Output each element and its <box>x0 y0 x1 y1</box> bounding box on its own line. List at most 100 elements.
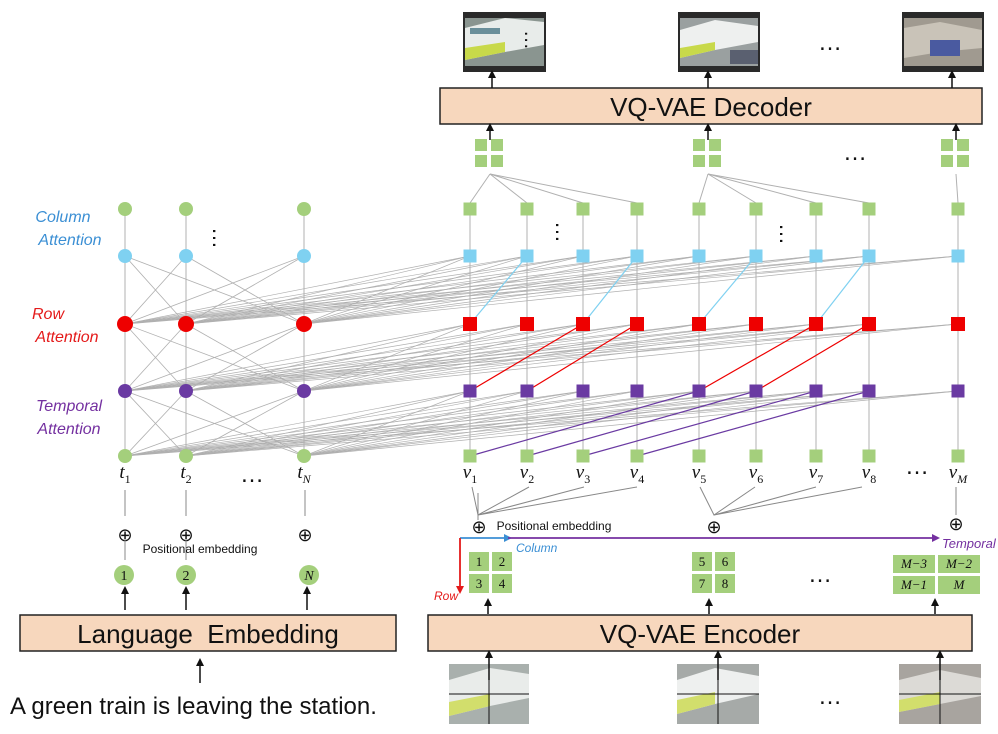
video-node-red <box>951 317 965 331</box>
connection-line <box>124 323 638 392</box>
video-node-cyan <box>951 249 965 263</box>
connection-line <box>303 390 700 457</box>
decoder-fan-line <box>707 173 817 204</box>
column-attention-line <box>582 255 638 325</box>
connection-line <box>124 255 959 325</box>
connection-line <box>303 323 870 392</box>
video-token-label-7: v7 <box>809 462 823 486</box>
attention-cross-connections <box>469 255 870 457</box>
encoded-grid-cell <box>938 576 980 594</box>
video-token-label-2: v2 <box>520 462 534 486</box>
encoded-grid-label: 7 <box>699 576 706 591</box>
text-positional-embedding-label: Positional embedding <box>143 542 258 556</box>
decoded-grid-cell <box>941 139 953 151</box>
encoded-grid-cell <box>893 555 935 573</box>
output-frame-1 <box>463 12 546 72</box>
decoder-fan-line <box>707 173 757 204</box>
text-node-green <box>179 449 193 463</box>
decoded-grid-cell <box>693 139 705 151</box>
attention-nodes <box>117 202 965 463</box>
video-node-green <box>630 449 644 463</box>
connection-line <box>185 390 870 457</box>
video-node-green <box>809 449 823 463</box>
video-node-red <box>463 317 477 331</box>
video-node-purple <box>463 384 477 398</box>
video-node-cyan <box>463 249 477 263</box>
connection-line <box>185 390 528 457</box>
text-index-circle <box>114 565 134 585</box>
decoder-fan-line <box>489 173 584 204</box>
language-embedding-label: Language Embedding <box>77 619 339 649</box>
decoder-fan-line <box>489 173 638 204</box>
text-column-ellipsis: … <box>208 227 233 249</box>
decoded-token-grids <box>475 139 969 167</box>
video-node-purple <box>692 384 706 398</box>
connection-line <box>303 255 638 325</box>
video-node-purple <box>576 384 590 398</box>
video-node-purple <box>862 384 876 398</box>
video-node-red <box>809 317 823 331</box>
text-node-green <box>179 202 193 216</box>
text-tokens-ellipsis: … <box>240 461 264 488</box>
video-node-green <box>520 449 534 463</box>
decoder-fan-line <box>955 173 959 204</box>
video-column-ellipsis-1: … <box>551 221 576 243</box>
video-node-cyan <box>862 249 876 263</box>
text-index-label: 2 <box>183 569 190 584</box>
encoded-grid-label: M−2 <box>945 556 973 571</box>
connection-line <box>124 323 584 392</box>
video-node-purple <box>951 384 965 398</box>
oplus-video-2: ⊕ <box>706 517 721 537</box>
output-frame-2 <box>678 12 760 72</box>
encoded-grid-label: M−1 <box>900 577 927 592</box>
text-node-cyan <box>118 249 132 263</box>
axis-temporal-label: Temporal <box>942 536 997 551</box>
video-node-green <box>749 202 763 216</box>
video-node-cyan <box>692 249 706 263</box>
connection-line <box>185 323 638 392</box>
oplus-video-3: ⊕ <box>948 514 963 534</box>
video-node-green <box>576 449 590 463</box>
decoded-grid-cell <box>957 155 969 167</box>
connection-line <box>124 390 584 457</box>
video-node-red <box>576 317 590 331</box>
column-attention-line <box>815 255 870 325</box>
encoded-grid-cell <box>938 555 980 573</box>
encoded-grid-label: 2 <box>499 554 506 569</box>
video-node-cyan <box>809 249 823 263</box>
connection-line <box>185 255 638 325</box>
language-embedding: Language Embedding <box>19 614 397 652</box>
text-node-cyan <box>297 249 311 263</box>
text-index-label: N <box>303 569 314 584</box>
video-positional-embedding-label: Positional embedding <box>497 519 612 533</box>
decoder-label: VQ-VAE Decoder <box>610 92 812 122</box>
decoded-grid-cell <box>475 139 487 151</box>
connection-line <box>124 255 870 325</box>
video-node-green <box>463 202 477 216</box>
text-token-label-3: tN <box>297 462 311 486</box>
connection-line <box>124 390 305 457</box>
decoded-grid-cell <box>709 139 721 151</box>
connection-line <box>124 390 528 457</box>
encoded-grid-cell <box>469 574 489 593</box>
connection-line <box>124 390 959 457</box>
decoded-grid-cell <box>475 155 487 167</box>
video-node-green <box>862 449 876 463</box>
connection-line <box>303 255 584 325</box>
connection-line <box>124 255 471 325</box>
text-node-purple <box>118 384 132 398</box>
oplus-t2: ⊕ <box>178 525 193 545</box>
video-node-green <box>749 449 763 463</box>
video-node-red <box>692 317 706 331</box>
encoded-grid-label: 4 <box>499 576 506 591</box>
text-node-green <box>118 202 132 216</box>
connection-line <box>185 390 959 457</box>
encoded-grid-label: 3 <box>476 576 483 591</box>
connection-line <box>303 255 757 325</box>
oplus-tN: ⊕ <box>297 525 312 545</box>
video-token-label-5: v5 <box>692 462 706 486</box>
row-attention-line <box>698 323 817 392</box>
row-attention-line <box>526 323 638 392</box>
